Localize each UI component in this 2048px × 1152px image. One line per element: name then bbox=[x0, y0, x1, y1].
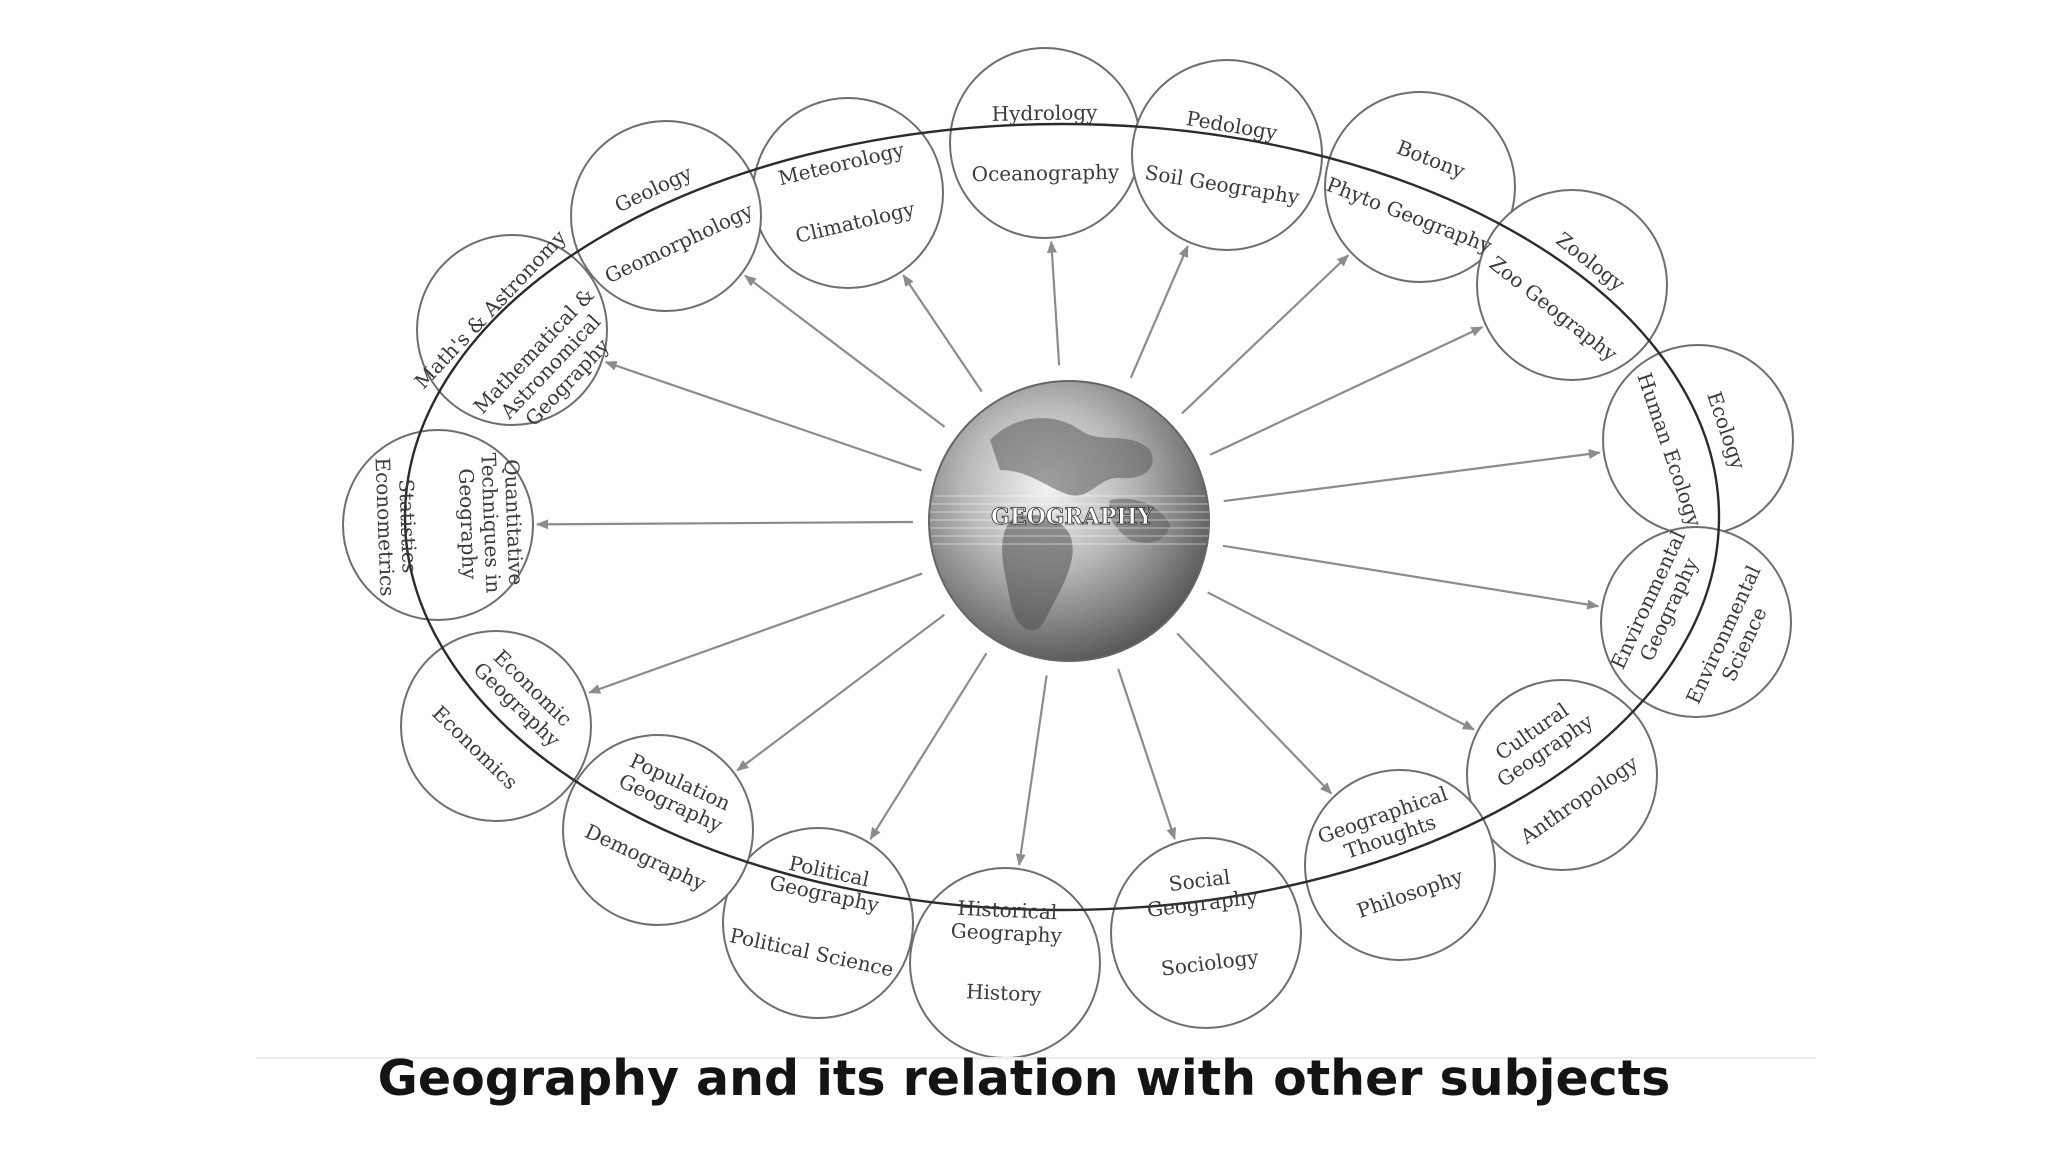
node-circle-maths bbox=[416, 234, 608, 426]
globe-icon: GEOGRAPHY bbox=[928, 380, 1210, 662]
node-circle-sociology bbox=[1110, 837, 1302, 1029]
node-circle-pedology bbox=[1131, 59, 1323, 251]
arrows-layer bbox=[535, 240, 1601, 867]
arrow-meteorology bbox=[902, 274, 983, 393]
node-outer-label: Hydrology bbox=[992, 100, 1099, 126]
arrow-sociology bbox=[1117, 668, 1177, 841]
node-inner-label: Geography bbox=[454, 468, 482, 581]
arrow-philosophy bbox=[1176, 632, 1333, 795]
node-inner-label: Quantitative bbox=[500, 459, 529, 586]
caption-divider bbox=[256, 1057, 1816, 1059]
circles-layer bbox=[342, 47, 1794, 1059]
arrow-maths bbox=[604, 360, 922, 472]
arrow-history bbox=[1015, 675, 1048, 867]
node-circle-statistics bbox=[342, 429, 534, 621]
arrow-ecology bbox=[1223, 449, 1601, 503]
node-outer-label: History bbox=[966, 979, 1043, 1006]
arrow-environment bbox=[1222, 544, 1600, 610]
arrow-political bbox=[869, 652, 988, 840]
node-circle-demography bbox=[562, 734, 754, 926]
arrow-economics bbox=[588, 572, 923, 694]
node-circle-anthropology bbox=[1466, 679, 1658, 871]
arrow-anthropology bbox=[1207, 591, 1475, 731]
arrow-hydrology bbox=[1046, 240, 1061, 366]
node-circle-history bbox=[909, 867, 1101, 1059]
node-inner-label: Historical bbox=[957, 896, 1058, 924]
arrow-zoology bbox=[1209, 326, 1484, 456]
node-circle-political bbox=[722, 827, 914, 1019]
node-outer-label: Econometrics bbox=[370, 457, 399, 597]
node-inner-label: Geography bbox=[950, 919, 1063, 948]
node-inner-label: Techniques in bbox=[476, 452, 505, 593]
node-circle-geology bbox=[570, 120, 762, 312]
node-inner-label: Oceanography bbox=[972, 160, 1121, 186]
node-circle-meteorology bbox=[752, 97, 944, 289]
arrow-demography bbox=[736, 613, 945, 772]
arrow-geology bbox=[744, 274, 946, 428]
center-label: GEOGRAPHY bbox=[991, 504, 1153, 530]
diagram-caption: Geography and its relation with other su… bbox=[377, 1050, 1671, 1107]
node-outer-label: Statistics bbox=[394, 479, 421, 574]
node-circle-philosophy bbox=[1304, 769, 1496, 961]
arrow-statistics bbox=[535, 519, 914, 530]
node-circle-hydrology bbox=[949, 47, 1141, 239]
boundary-ring bbox=[403, 122, 1721, 912]
arrow-pedology bbox=[1129, 244, 1189, 379]
arrow-botony bbox=[1181, 254, 1350, 415]
node-circle-economics bbox=[400, 630, 592, 822]
